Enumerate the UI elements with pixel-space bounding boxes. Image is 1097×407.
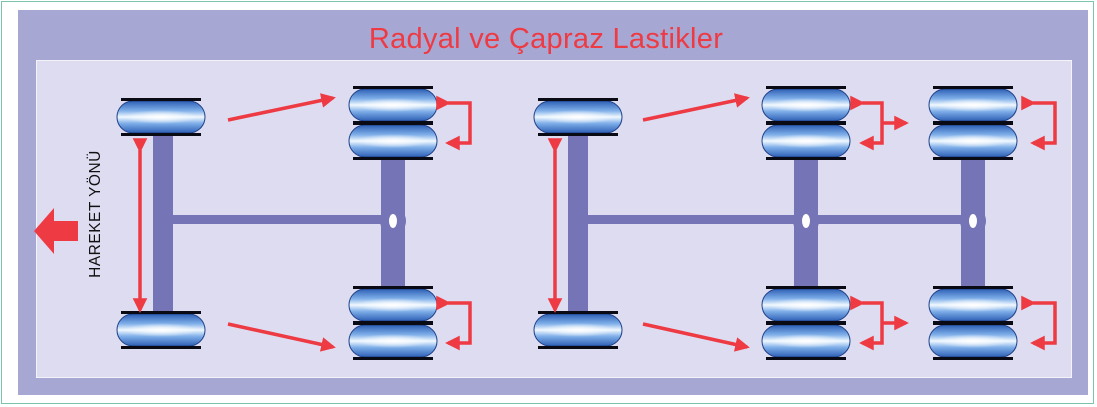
tire-band: [766, 357, 846, 360]
tire-band: [766, 322, 846, 325]
tire-icon: [928, 286, 1018, 324]
tire-band: [766, 86, 846, 89]
swap-arrow-icon: [227, 322, 336, 352]
tire-icon: [761, 286, 851, 324]
tire-band: [121, 311, 201, 314]
tire-band: [766, 157, 846, 160]
arrows: [34, 93, 1057, 352]
tire-highlight: [769, 333, 843, 349]
direction-label: HAREKET YÖNÜ: [87, 150, 104, 278]
swap-arrow-icon: [642, 93, 750, 122]
tires: [116, 86, 1018, 360]
tire-band: [933, 322, 1013, 325]
tire-icon: [761, 86, 851, 124]
tire-highlight: [356, 133, 430, 149]
hub-hole: [969, 214, 977, 228]
tire-highlight: [124, 109, 198, 125]
dual-swap-arrow: [1021, 95, 1057, 151]
dual-swap-arrow: [436, 95, 472, 151]
tire-icon: [533, 98, 623, 136]
tire-band: [353, 286, 433, 289]
tire-band: [353, 122, 433, 125]
tire-band: [353, 157, 433, 160]
tire-icon: [348, 322, 438, 360]
direction-arrow-icon: [34, 208, 78, 254]
tire-band: [121, 133, 201, 136]
tire-band: [933, 157, 1013, 160]
tire-band: [121, 98, 201, 101]
tire-highlight: [769, 133, 843, 149]
tire-highlight: [769, 97, 843, 113]
hub-hole: [389, 214, 397, 228]
tire-icon: [116, 311, 206, 349]
tire-icon: [533, 311, 623, 349]
swap-arrow-icon: [227, 93, 336, 122]
tire-highlight: [936, 297, 1010, 313]
tire-band: [538, 133, 618, 136]
tire-highlight: [356, 333, 430, 349]
hub-hole: [802, 214, 810, 228]
tire-icon: [348, 286, 438, 324]
tire-icon: [928, 122, 1018, 160]
tire-highlight: [936, 97, 1010, 113]
tire-highlight: [541, 109, 615, 125]
drive-shaft: [578, 215, 973, 224]
tire-band: [766, 286, 846, 289]
tire-band: [933, 286, 1013, 289]
tire-band: [538, 98, 618, 101]
tire-highlight: [769, 297, 843, 313]
tire-icon: [761, 322, 851, 360]
tire-highlight: [936, 333, 1010, 349]
tire-icon: [928, 86, 1018, 124]
tire-band: [538, 346, 618, 349]
tire-band: [933, 86, 1013, 89]
axle-frames: [153, 130, 986, 315]
tire-band: [121, 346, 201, 349]
diagram-title: Radyal ve Çapraz Lastikler: [368, 23, 724, 55]
dual-swap-arrow: [850, 295, 884, 351]
tire-band: [933, 122, 1013, 125]
tire-highlight: [356, 297, 430, 313]
tire-highlight: [124, 322, 198, 338]
tire-icon: [348, 86, 438, 124]
dual-swap-arrow: [1021, 295, 1057, 351]
tire-band: [933, 357, 1013, 360]
swap-arrow-icon: [642, 322, 750, 352]
tire-icon: [348, 122, 438, 160]
tire-band: [353, 86, 433, 89]
dual-swap-arrow: [436, 295, 472, 351]
tire-highlight: [541, 322, 615, 338]
tire-icon: [761, 122, 851, 160]
tire-band: [766, 122, 846, 125]
tire-icon: [928, 322, 1018, 360]
drive-shaft: [163, 215, 393, 224]
tire-icon: [116, 98, 206, 136]
tire-highlight: [356, 97, 430, 113]
tire-band: [538, 311, 618, 314]
tire-band: [353, 357, 433, 360]
tire-band: [353, 322, 433, 325]
tire-highlight: [936, 133, 1010, 149]
dual-swap-arrow: [850, 95, 884, 151]
